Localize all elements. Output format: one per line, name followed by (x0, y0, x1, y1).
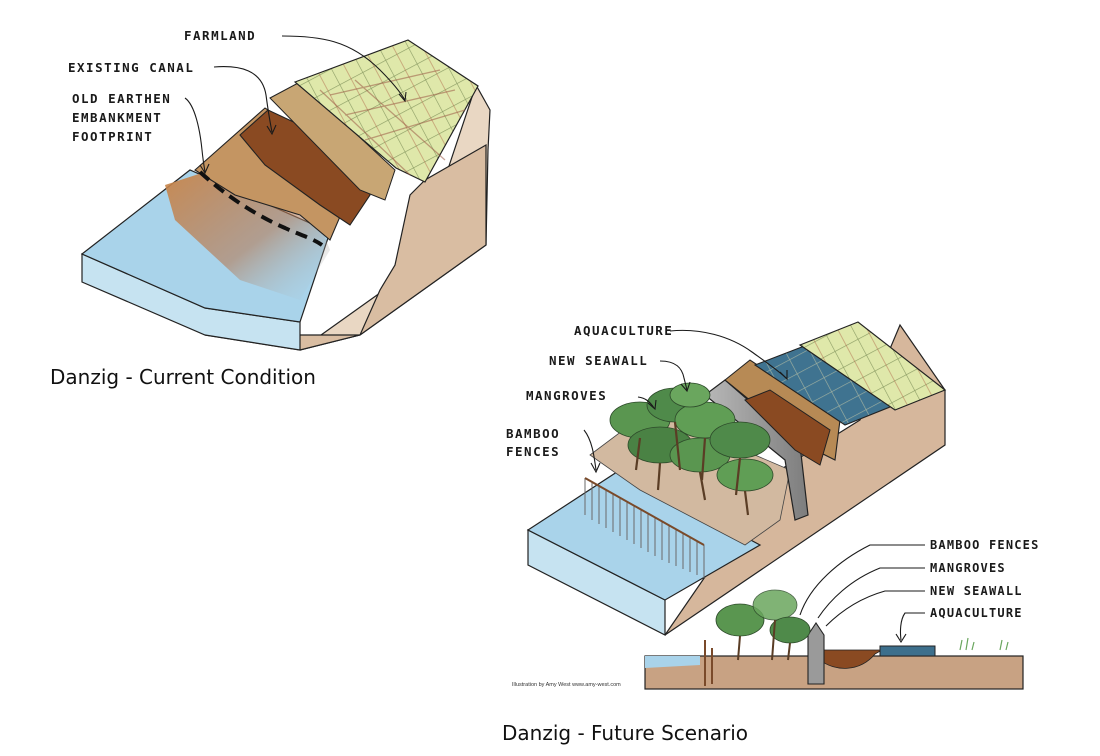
label-new-seawall: NEW SEAWALL (549, 353, 648, 368)
section-aquaculture-pond (880, 646, 935, 656)
leader-bamboo-fences (584, 430, 596, 470)
section-grass (960, 638, 1008, 650)
label-farmland: FARMLAND (184, 28, 256, 43)
section-seawall (808, 623, 824, 684)
label-old-earthen: OLD EARTHEN (72, 91, 171, 106)
label-footprint: FOOTPRINT (72, 129, 153, 144)
label-mangroves: MANGROVES (526, 388, 607, 403)
label-existing-canal: EXISTING CANAL (68, 60, 194, 75)
caption-current-condition: Danzig - Current Condition (50, 365, 316, 389)
leader-embankment-footprint (185, 98, 205, 172)
illustration-credit: Illustration by Amy West www.amy-west.co… (512, 682, 621, 688)
section-label-bamboo-fences: BAMBOO FENCES (930, 538, 1040, 552)
label-aquaculture: AQUACULTURE (574, 323, 673, 338)
section-label-mangroves: MANGROVES (930, 561, 1006, 575)
label-bamboo: BAMBOO (506, 426, 560, 441)
section-label-new-seawall: NEW SEAWALL (930, 584, 1023, 598)
label-fences: FENCES (506, 444, 560, 459)
caption-future-scenario: Danzig - Future Scenario (502, 721, 748, 745)
block-diagram-future: AQUACULTURE NEW SEAWALL MANGROVES BAMBOO… (506, 322, 945, 635)
section-label-aquaculture: AQUACULTURE (930, 606, 1023, 620)
label-embankment: EMBANKMENT (72, 110, 162, 125)
section-mangrove-trees (716, 590, 810, 660)
block-diagram-current: FARMLAND EXISTING CANAL OLD EARTHEN EMBA… (68, 28, 490, 350)
